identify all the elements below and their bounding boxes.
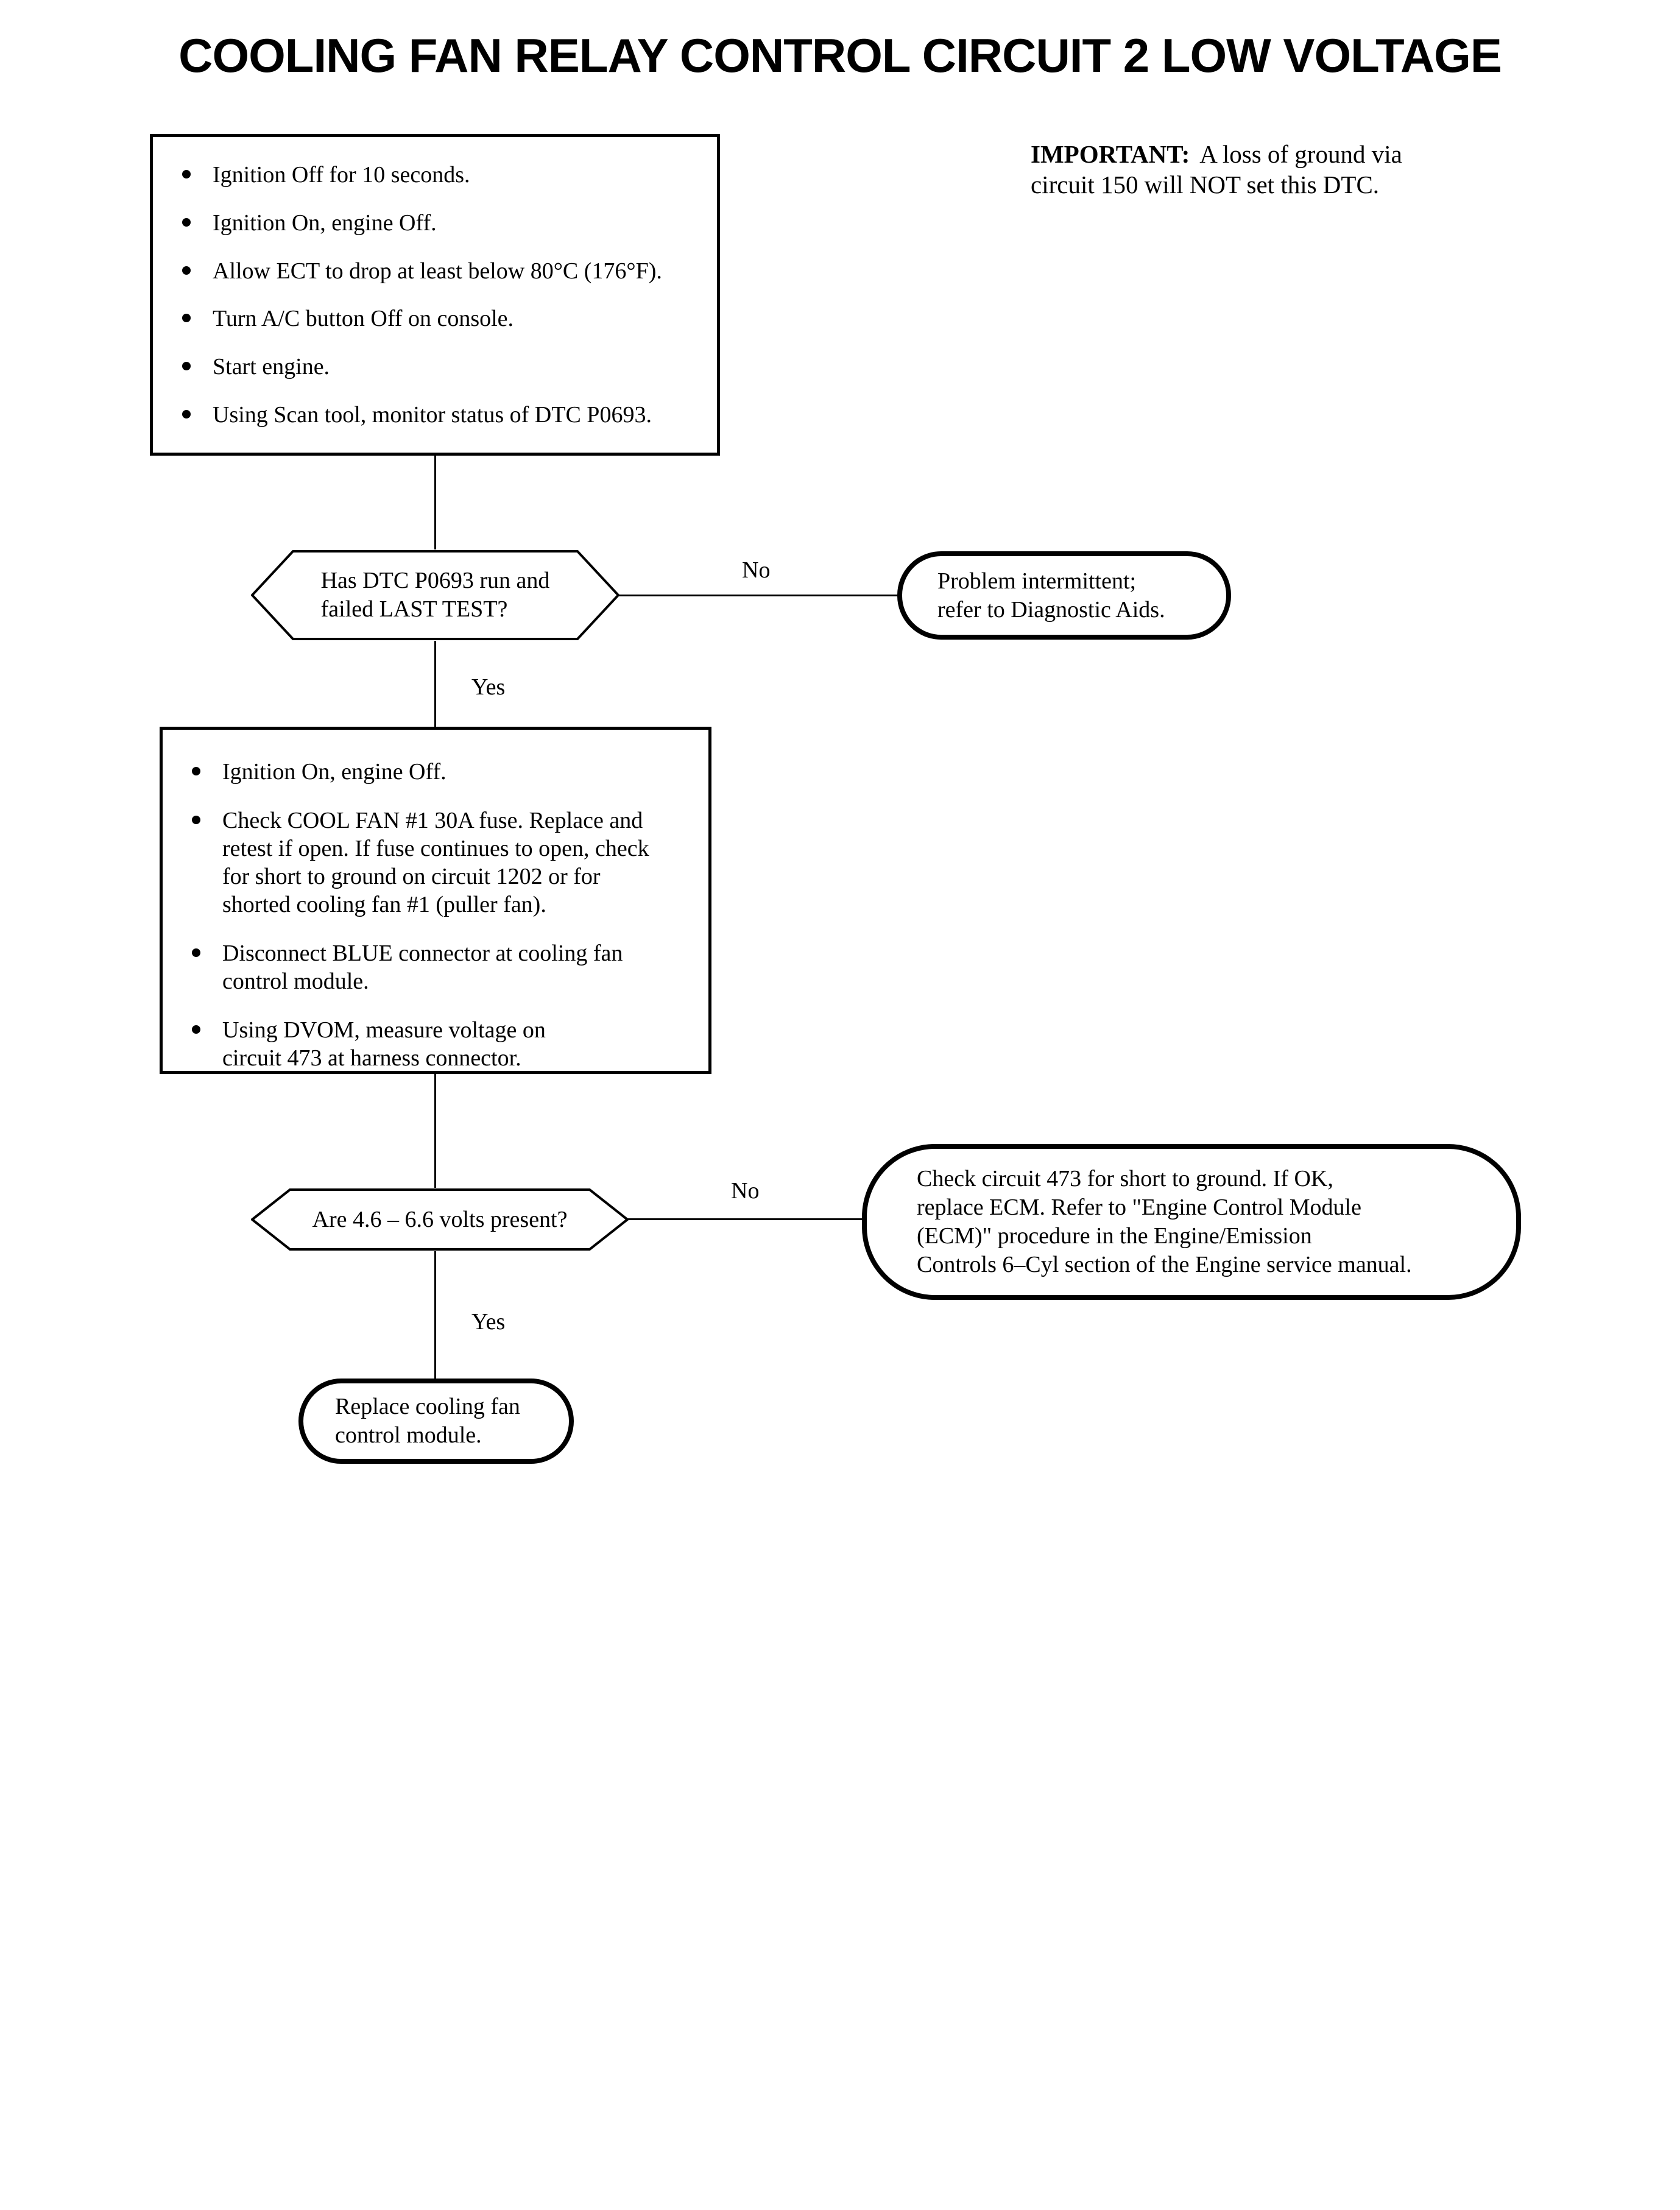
connector-box2-decision2 — [434, 1074, 436, 1188]
edge-label-yes-2: Yes — [471, 1309, 506, 1335]
bullet-icon — [182, 169, 191, 178]
connector-decision1-box2 — [434, 641, 436, 727]
bullet-text: Turn A/C button Off on console. — [213, 306, 514, 332]
list-item: Check COOL FAN #1 30A fuse. Replace and … — [192, 807, 699, 919]
bullet-icon — [192, 1025, 200, 1034]
decision-question-wrap: Has DTC P0693 run and failed LAST TEST? — [251, 549, 619, 641]
connector-box1-decision1 — [434, 456, 436, 549]
terminal-replace-module: Replace cooling fan control module. — [298, 1379, 574, 1464]
step-box-checks: Ignition On, engine Off. Check COOL FAN … — [160, 727, 711, 1074]
important-label: IMPORTANT: — [1031, 140, 1190, 168]
bullet-text: Allow ECT to drop at least below 80°C (1… — [213, 258, 662, 284]
edge-label-no-2: No — [731, 1178, 760, 1204]
list-item: Using DVOM, measure voltage on circuit 4… — [192, 1016, 699, 1072]
bullet-text: Start engine. — [213, 354, 330, 380]
connector-decision1-terminal1 — [618, 595, 898, 596]
decision-hexagon-dtc-run: Has DTC P0693 run and failed LAST TEST? — [251, 549, 619, 641]
list-item: Turn A/C button Off on console. — [182, 305, 706, 333]
list-item: Allow ECT to drop at least below 80°C (1… — [182, 257, 706, 285]
bullet-text: Disconnect BLUE connector at cooling fan… — [222, 941, 623, 994]
bullet-text: Ignition On, engine Off. — [213, 210, 437, 236]
terminal-problem-intermittent: Problem intermittent; refer to Diagnosti… — [897, 551, 1231, 640]
bullet-icon — [182, 314, 191, 323]
decision-hexagon-volts-present: Are 4.6 – 6.6 volts present? — [251, 1188, 629, 1251]
list-item: Disconnect BLUE connector at cooling fan… — [192, 939, 699, 995]
bullet-icon — [192, 816, 200, 824]
terminal-text: Check circuit 473 for short to ground. I… — [917, 1166, 1412, 1277]
connector-decision2-terminal2 — [627, 1218, 862, 1220]
bullet-text: Check COOL FAN #1 30A fuse. Replace and … — [222, 808, 649, 917]
terminal-check-circuit-473: Check circuit 473 for short to ground. I… — [862, 1144, 1521, 1300]
list-item: Ignition On, engine Off. — [192, 758, 699, 786]
terminal-text: Replace cooling fan control module. — [335, 1394, 520, 1448]
terminal-text: Problem intermittent; refer to Diagnosti… — [937, 568, 1165, 623]
bullet-text: Using Scan tool, monitor status of DTC P… — [213, 402, 652, 428]
list-item: Ignition On, engine Off. — [182, 209, 706, 237]
bullet-text: Ignition On, engine Off. — [222, 759, 446, 785]
page-title: COOLING FAN RELAY CONTROL CIRCUIT 2 LOW … — [178, 29, 1502, 82]
bullet-icon — [182, 266, 191, 275]
decision-question: Are 4.6 – 6.6 volts present? — [312, 1206, 568, 1232]
edge-label-no-1: No — [742, 557, 771, 583]
list-item: Ignition Off for 10 seconds. — [182, 161, 706, 189]
bullet-icon — [182, 410, 191, 419]
list-item: Using Scan tool, monitor status of DTC P… — [182, 401, 706, 429]
important-note: IMPORTANT:A loss of ground via circuit 1… — [1031, 139, 1579, 200]
bullet-text: Using DVOM, measure voltage on circuit 4… — [222, 1017, 546, 1071]
bullet-icon — [182, 217, 191, 227]
important-text: A loss of ground via circuit 150 will NO… — [1031, 140, 1402, 199]
bullet-icon — [192, 767, 200, 775]
connector-decision2-terminal3 — [434, 1251, 436, 1379]
decision-question-wrap: Are 4.6 – 6.6 volts present? — [251, 1188, 629, 1251]
bullet-icon — [192, 948, 200, 957]
decision-question: Has DTC P0693 run and failed LAST TEST? — [320, 568, 550, 622]
list-item: Start engine. — [182, 353, 706, 381]
bullet-text: Ignition Off for 10 seconds. — [213, 161, 470, 188]
edge-label-yes-1: Yes — [471, 674, 506, 700]
bullet-icon — [182, 362, 191, 371]
step-box-preconditions: Ignition Off for 10 seconds. Ignition On… — [150, 134, 720, 456]
